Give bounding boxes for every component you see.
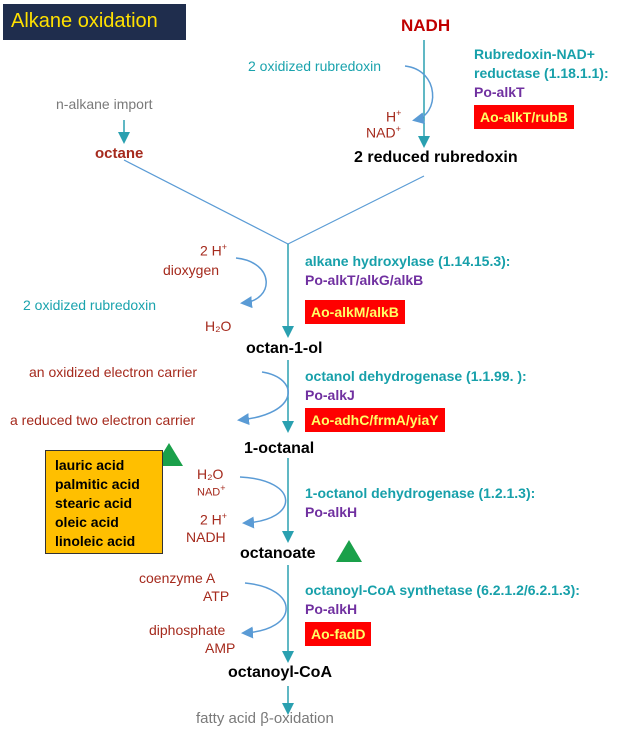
atp-label: ATP: [203, 588, 230, 604]
nad-plus-label-2: NAD+: [197, 483, 226, 499]
octanal-node: 1-octanal: [244, 440, 315, 457]
two-h-plus-label: 2 H+: [200, 242, 228, 259]
octanoyl-coa-node: octanoyl-CoA: [228, 664, 332, 681]
coenzyme-a-label: coenzyme A: [139, 570, 216, 586]
enzyme-octanoyl-coa-synthetase: octanoyl-CoA synthetase (6.2.1.2/6.2.1.3…: [305, 582, 580, 598]
enzyme-rubredoxin-reductase-ec: reductase (1.18.1.1):: [474, 65, 609, 81]
gene-po-alkh: Po-alkH: [305, 504, 358, 520]
h2o-label: H₂O: [197, 466, 224, 482]
enzyme-rubredoxin-reductase: Rubredoxin-NAD+: [474, 46, 595, 62]
diphosphate-label: diphosphate: [149, 622, 226, 638]
gene-box-ao-fadd: Ao-fadD: [305, 622, 372, 646]
gene-po-alkt-alkg-alkb: Po-alkT/alkG/alkB: [305, 272, 424, 288]
gene-po-alkj: Po-alkJ: [305, 387, 355, 403]
fatty-acid-item: palmitic acid: [55, 476, 140, 492]
title-banner: Alkane oxidation: [3, 4, 186, 40]
nadh-label: NADH: [401, 16, 451, 35]
dioxygen-label: dioxygen: [163, 262, 220, 278]
gene-box-ao-adhc: Ao-adhC/frmA/yiaY: [305, 408, 445, 432]
octanoate-node: octanoate: [240, 545, 316, 562]
gene-po-alkt: Po-alkT: [474, 84, 525, 100]
enzyme-alkane-hydroxylase: alkane hydroxylase (1.14.15.3):: [305, 253, 511, 269]
fatty-acid-item: lauric acid: [55, 457, 125, 473]
oxidized-rubredoxin-label: 2 oxidized rubredoxin: [248, 58, 382, 74]
oxidized-electron-carrier-label: an oxidized electron carrier: [29, 364, 198, 380]
enzyme-octanol-dehydrogenase-2: 1-octanol dehydrogenase (1.2.1.3):: [305, 485, 536, 501]
reduced-electron-carrier-label: a reduced two electron carrier: [10, 412, 196, 428]
nadh-product-label: NADH: [186, 529, 226, 545]
reduced-rubredoxin-node: 2 reduced rubredoxin: [354, 149, 518, 166]
page-title: Alkane oxidation: [11, 10, 158, 32]
two-h-plus-label-2: 2 H+: [200, 511, 228, 528]
h-plus-label: H+: [386, 108, 402, 125]
water-label: H₂O: [205, 318, 232, 334]
gene-po-alkh-2: Po-alkH: [305, 601, 358, 617]
octan-1-ol-node: octan-1-ol: [246, 340, 323, 357]
nad-plus-label: NAD+: [366, 124, 401, 141]
gene-box-ao-alkt: Ao-alkT/rubB: [474, 105, 574, 129]
fatty-acid-item: linoleic acid: [55, 533, 136, 549]
enzyme-octanol-dehydrogenase: octanol dehydrogenase (1.1.99. ):: [305, 368, 527, 384]
gene-box-ao-alkm: Ao-alkM/alkB: [305, 300, 405, 324]
fatty-acid-item: stearic acid: [55, 495, 133, 511]
beta-oxidation-label: fatty acid β-oxidation: [196, 710, 334, 727]
octanoate-marker-icon: [336, 540, 362, 562]
amp-label: AMP: [205, 640, 236, 656]
oxidized-rubredoxin-label-2: 2 oxidized rubredoxin: [23, 297, 157, 313]
fatty-acid-item: oleic acid: [55, 514, 119, 530]
fatty-acid-box: lauric acid palmitic acid stearic acid o…: [45, 450, 163, 554]
alkane-import-label: n-alkane import: [56, 96, 153, 112]
octane-node: octane: [95, 145, 144, 162]
